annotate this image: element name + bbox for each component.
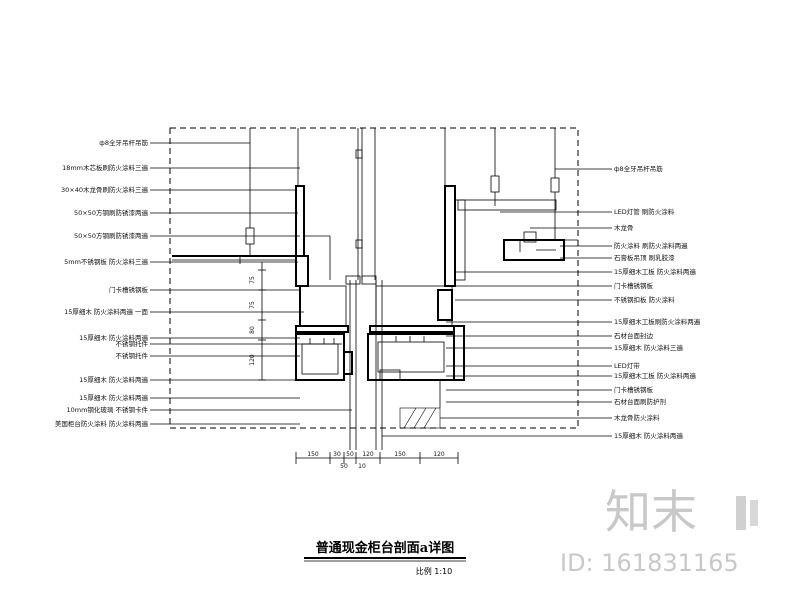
left-annotation: 门卡槽锈钢板: [109, 285, 300, 294]
left-annotation: 15厚细木 防火涂料两遍: [79, 333, 300, 342]
watermark-mark-icon: [736, 496, 758, 530]
left-annotation: 50×50方钢刷防锈漆两遍: [74, 208, 298, 217]
scale-label: 比例 1:10: [416, 566, 453, 576]
right-annotation-text: 石材台面刷防护剂: [614, 397, 666, 406]
left-dim-2: 75: [249, 301, 256, 309]
bottom-dim-2: 30: [333, 451, 341, 458]
left-annotation: 15厚细木 防火涂料两遍: [79, 393, 300, 402]
bottom-dim-5: 150: [394, 451, 406, 458]
left-annotation: 18mm木芯板刷防火涂料三遍: [62, 163, 300, 172]
right-annotation: LED灯管 刷防火涂料: [500, 207, 675, 216]
left-annotation-text: 5mm不锈钢板 防火涂料三遍: [64, 257, 148, 266]
right-annotation: 石材台面封边: [446, 331, 654, 340]
left-annotation-text: ф8全牙吊杆吊筋: [99, 138, 148, 147]
left-annotation-text: 18mm木芯板刷防火涂料三遍: [62, 163, 148, 172]
right-counter: [367, 185, 466, 429]
left-annotation-text: 美国柜台防火涂料 防火涂料两遍: [55, 419, 149, 428]
right-annotation-text: 15厚细木工板 防火涂料两遍: [614, 371, 696, 380]
left-annotation: 15厚细木 防火涂料两遍: [79, 375, 300, 384]
right-annotation: 石材台面刷防护剂: [446, 397, 666, 406]
left-annotation: 5mm不锈钢板 防火涂料三遍: [64, 257, 298, 266]
left-annotation-text: 50×50方钢刷防锈漆两遍: [74, 231, 148, 240]
left-dim-3: 80: [249, 326, 256, 334]
left-annotation-text: 门卡槽锈钢板: [109, 285, 149, 294]
left-annotations: ф8全牙吊杆吊筋 18mm木芯板刷防火涂料三遍 30×40木龙骨刷防火涂料三遍 50×…: [55, 138, 352, 428]
drawing-frame: [169, 127, 579, 429]
left-annotation-text: 15厚细木 防火涂料两遍: [79, 375, 148, 384]
left-annotation: 美国柜台防火涂料 防火涂料两遍: [55, 419, 300, 428]
right-annotation-text: 石膏板吊顶 刷乳胶漆: [614, 253, 675, 262]
right-annotation-text: 木龙骨: [614, 223, 634, 232]
right-annotation-text: 门卡槽锈钢板: [614, 385, 654, 394]
right-annotation-text: 15厚细木 防火涂料三遍: [614, 343, 683, 352]
left-dim-1: 75: [249, 276, 256, 284]
right-annotation: 15厚细木工板 防火涂料两遍: [446, 371, 696, 380]
right-annotation: 15厚细木 防火涂料两遍: [382, 431, 683, 440]
right-annotation-text: LED灯带: [614, 361, 640, 370]
right-annotation: 门卡槽锈钢板: [455, 281, 654, 290]
right-annotation: 15厚细木工板 防火涂料两遍: [455, 267, 696, 276]
left-annotation-text: 10mm钢化玻璃 不锈钢卡件: [66, 405, 148, 414]
right-annotation: LED灯带: [446, 361, 640, 370]
left-counter: [295, 185, 353, 381]
right-annotation-text: 门卡槽锈钢板: [614, 281, 654, 290]
watermark-logo: 知末: [605, 485, 697, 539]
right-annotation: 门卡槽锈钢板: [446, 385, 654, 394]
bottom-dimension-chain: 150 30 50 120 150 120 50 10: [295, 451, 459, 470]
left-annotation: 15厚细木 防火涂料两遍 一面: [64, 307, 304, 316]
center-columns: [297, 128, 446, 450]
right-ceiling: [457, 199, 578, 261]
bottom-dim-1: 150: [307, 451, 319, 458]
right-annotation: 15厚细木 防火涂料三遍: [446, 343, 683, 352]
right-annotation-text: 15厚细木工板刷防火涂料两遍: [614, 317, 701, 326]
bottom-dim-3: 50: [346, 451, 354, 458]
right-annotation-text: 木龙骨防火涂料: [614, 413, 660, 422]
right-annotation-text: 防火涂料 刷防火涂料两遍: [614, 241, 688, 250]
right-annotation: 不锈钢扣板 防火涂料: [455, 295, 675, 304]
left-annotation-text: 15厚细木 防火涂料两遍: [79, 333, 148, 342]
left-annotation: 50×50方钢刷防锈漆两遍: [74, 231, 300, 240]
ceiling-hangers: [245, 128, 560, 256]
left-annotation-text: 50×50方钢刷防锈漆两遍: [74, 208, 148, 217]
right-annotation-text: 15厚细木 防火涂料两遍: [614, 431, 683, 440]
left-annotation-text: 不锈钢托件: [116, 339, 149, 348]
right-annotation: 防火涂料 刷防火涂料两遍: [560, 241, 688, 250]
right-annotation-text: 石材台面封边: [614, 331, 654, 340]
left-annotation-text: 15厚细木 防火涂料两遍: [79, 393, 148, 402]
right-annotation: 石膏板吊顶 刷乳胶漆: [560, 253, 675, 262]
left-annotation: 10mm钢化玻璃 不锈钢卡件: [66, 405, 352, 414]
watermark-id: ID: 161831165: [560, 549, 739, 577]
left-annotation: 不锈钢托件: [116, 351, 300, 360]
left-annotation: 30×40木龙骨刷防火涂料三遍: [61, 185, 296, 194]
left-annotation: ф8全牙吊杆吊筋: [99, 138, 250, 147]
left-annotation-text: 15厚细木 防火涂料两遍 一面: [64, 307, 148, 316]
right-annotation-text: LED灯管 刷防火涂料: [614, 207, 675, 216]
right-annotation-text: 不锈钢扣板 防火涂料: [614, 295, 675, 304]
left-dim-4: 120: [249, 354, 256, 366]
right-annotation: ф8全牙吊杆吊筋: [555, 164, 663, 173]
drawing-title: 普通现金柜台剖面a详图: [316, 540, 454, 556]
bottom-subdim-2: 10: [358, 463, 366, 470]
left-annotation-text: 不锈钢托件: [116, 351, 149, 360]
right-annotation: 木龙骨: [530, 223, 634, 232]
bottom-dim-4: 120: [362, 451, 374, 458]
left-annotation-text: 30×40木龙骨刷防火涂料三遍: [61, 185, 148, 194]
bottom-subdim-1: 50: [340, 463, 348, 470]
bottom-dim-6: 120: [433, 451, 445, 458]
right-annotation: 15厚细木工板刷防火涂料两遍: [446, 317, 701, 326]
right-annotation-text: ф8全牙吊杆吊筋: [614, 164, 663, 173]
left-annotation: 不锈钢托件: [116, 339, 342, 348]
right-annotation: 木龙骨防火涂料: [440, 413, 660, 422]
watermark: 知末 ID: 161831165: [560, 485, 758, 577]
left-dimension-chain: 75 75 80 120: [249, 262, 266, 381]
right-annotation-text: 15厚细木工板 防火涂料两遍: [614, 267, 696, 276]
left-ceiling: [172, 255, 296, 264]
